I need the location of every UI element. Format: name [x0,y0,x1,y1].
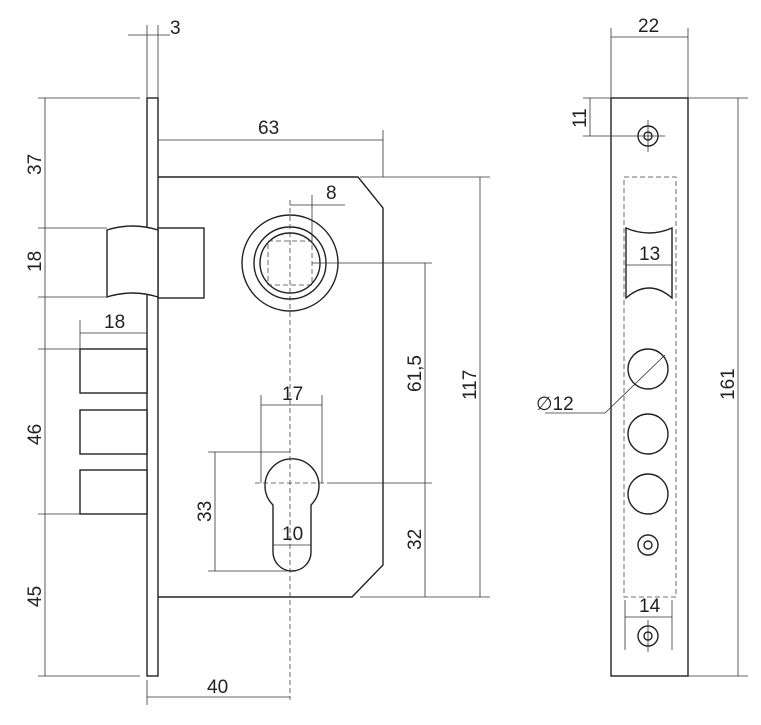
dim-32: 32 [405,529,426,550]
dim-45: 45 [25,586,46,607]
dim-18-latch: 18 [25,251,46,272]
dim-14: 14 [639,596,661,617]
screw-hole-mid-inner [643,540,653,550]
dim-8: 8 [326,183,337,204]
dim-161: 161 [718,368,739,400]
dim-46: 46 [25,424,46,445]
lock-body [158,176,384,598]
dim-40: 40 [207,677,228,698]
dim-33: 33 [195,501,216,522]
bolt-hole-2 [627,413,669,455]
faceplate-side [146,97,159,677]
dim-11: 11 [570,108,591,128]
screw-hole-mid [637,534,659,556]
bolt-hole-3 [627,473,669,515]
faceplate-front [610,97,689,677]
deadbolt-3 [79,469,148,515]
dim-22: 22 [638,16,659,37]
dim-61-5: 61,5 [405,355,426,392]
dim-18-deadbolt: 18 [104,312,125,333]
deadbolt-2 [79,409,148,455]
bolt-hole-1 [627,348,669,390]
dim-117: 117 [460,370,481,400]
dim-13: 13 [639,244,660,265]
dim-17: 17 [282,384,303,405]
latch-inner [157,227,205,299]
deadbolt-1 [79,348,148,394]
dimension-lines [38,25,490,705]
dim-3: 3 [170,18,181,39]
spindle-square [267,240,313,286]
front-dimension-lines [545,28,748,677]
dim-diameter-12: ∅12 [536,394,574,415]
cylinder-cutout [264,458,320,572]
dim-10: 10 [282,524,303,545]
dim-63: 63 [258,118,279,139]
dim-37: 37 [25,154,46,175]
body-outline-dashed [623,176,677,598]
latch-opening [625,226,673,300]
latch-bolt [106,225,159,298]
